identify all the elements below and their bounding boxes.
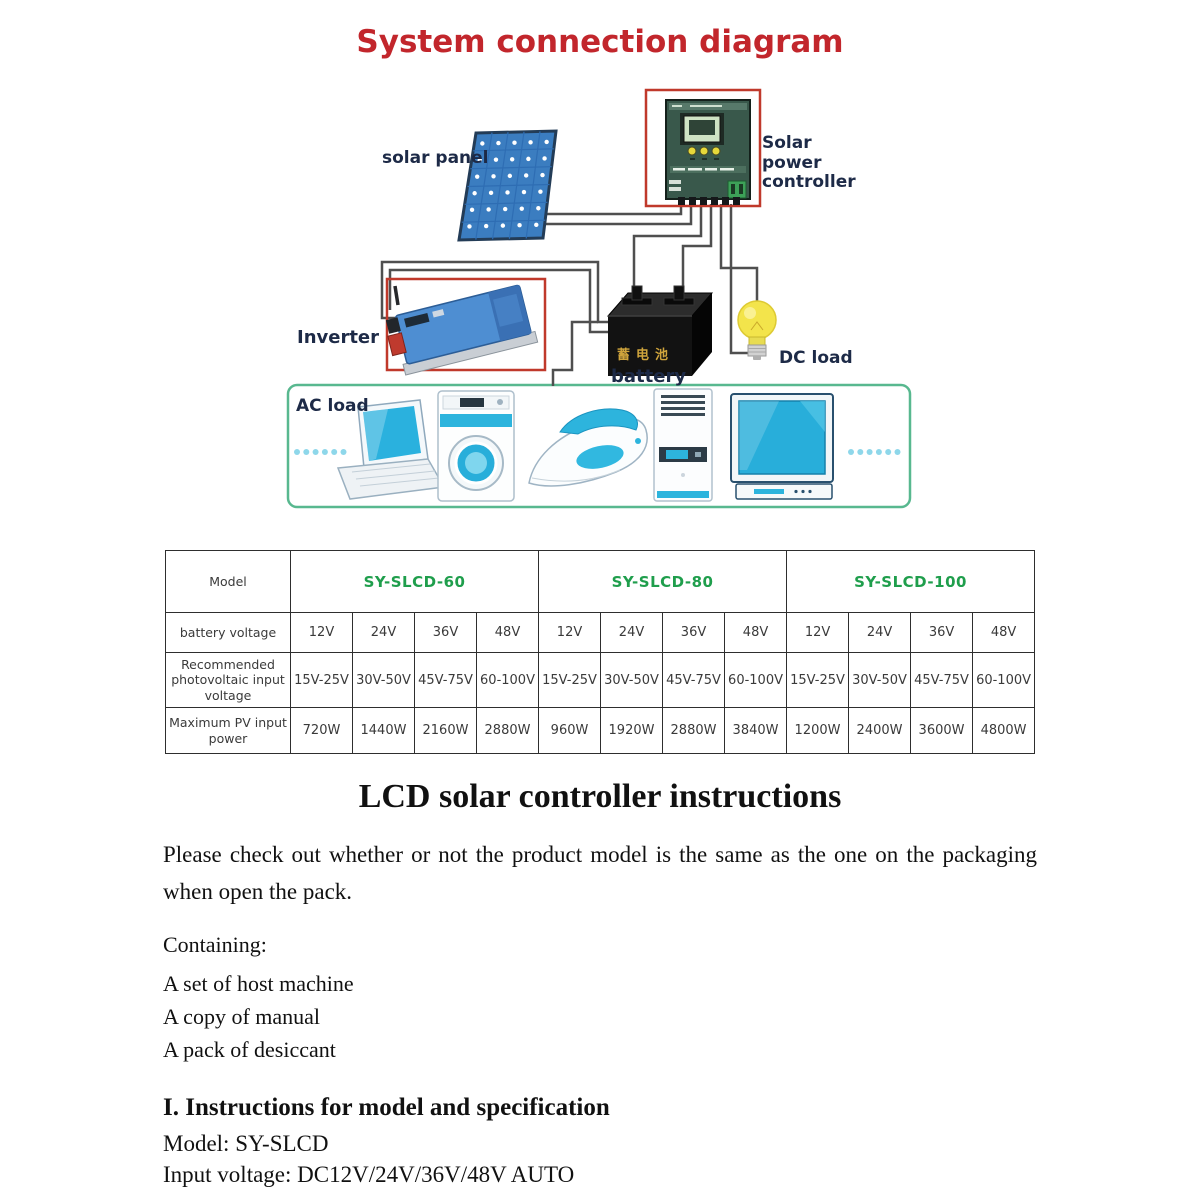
- wire-inverter-1: [380, 260, 608, 324]
- table-cell: 3840W: [724, 707, 788, 754]
- table-cell: 36V: [910, 612, 974, 653]
- table-cell: 36V: [662, 612, 726, 653]
- containing-item: A copy of manual: [163, 1004, 321, 1029]
- table-cell: 3600W: [910, 707, 974, 754]
- dc-load-label: DC load: [779, 348, 853, 368]
- wire-bulb-1: [719, 204, 759, 303]
- battery: [606, 285, 714, 376]
- wire-battery-2: [681, 204, 713, 299]
- controller-button: [711, 146, 721, 156]
- table-cell: 60-100V: [972, 652, 1036, 708]
- light-bulb: [737, 300, 777, 360]
- table-cell: 45V-75V: [910, 652, 974, 708]
- table-row-max-power: Maximum PV input power 720W 1440W 2160W …: [165, 707, 1036, 754]
- model-name-cell: SY-SLCD-60: [289, 550, 540, 613]
- instructions-heading: LCD solar controller instructions: [358, 778, 842, 815]
- wire-battery-1: [632, 204, 703, 299]
- spec-table: Model SY-SLCD-60 SY-SLCD-80 SY-SLCD-100 …: [165, 550, 1036, 754]
- table-cell: 4800W: [972, 707, 1036, 754]
- table-cell: 60-100V: [724, 652, 788, 708]
- row-header-battery-voltage: battery voltage: [165, 612, 291, 653]
- solar-power-controller: [644, 88, 762, 208]
- table-cell: 2160W: [414, 707, 477, 754]
- table-cell: 12V: [538, 612, 602, 653]
- containing-item: A pack of desiccant: [163, 1037, 336, 1062]
- row-header-pv-voltage: Recommended photovoltaic input voltage: [165, 652, 291, 708]
- table-cell: 1200W: [786, 707, 850, 754]
- row-header-max-power: Maximum PV input power: [165, 707, 291, 754]
- solar-panel-grid: [461, 131, 554, 240]
- battery-chinese-label: 蓄电池: [617, 347, 675, 362]
- model-name-cell: SY-SLCD-80: [538, 550, 788, 613]
- table-cell: 1920W: [600, 707, 664, 754]
- table-cell: 24V: [352, 612, 415, 653]
- table-row-pv-voltage: Recommended photovoltaic input voltage 1…: [165, 652, 1036, 708]
- table-cell: 720W: [290, 707, 353, 754]
- table-cell: 960W: [538, 707, 602, 754]
- television: [730, 393, 834, 500]
- table-cell: 12V: [290, 612, 353, 653]
- input-voltage-line: Input voltage: DC12V/24V/36V/48V AUTO: [163, 1162, 575, 1187]
- table-cell: 24V: [600, 612, 664, 653]
- iron: [528, 408, 648, 487]
- model-line: Model: SY-SLCD: [163, 1131, 329, 1156]
- section-heading: I. Instructions for model and specificat…: [163, 1094, 610, 1121]
- battery-label: battery: [611, 366, 687, 387]
- inverter-display: [404, 312, 430, 328]
- model-name-cell: SY-SLCD-100: [786, 550, 1036, 613]
- table-row-model: Model SY-SLCD-60 SY-SLCD-80 SY-SLCD-100: [165, 550, 1036, 613]
- table-cell: 48V: [972, 612, 1036, 653]
- inverter-label: Inverter: [297, 327, 380, 348]
- table-cell: 15V-25V: [290, 652, 353, 708]
- wire-inverter-2: [388, 268, 608, 334]
- table-cell: 48V: [724, 612, 788, 653]
- table-cell: 1440W: [352, 707, 415, 754]
- table-cell: 30V-50V: [352, 652, 415, 708]
- wire-panel-2: [543, 204, 693, 226]
- table-cell: 24V: [848, 612, 912, 653]
- table-cell: 48V: [475, 612, 540, 653]
- solar-panel-label: solar panel: [382, 148, 489, 168]
- table-cell: 2880W: [662, 707, 726, 754]
- table-cell: 30V-50V: [848, 652, 912, 708]
- inverter: [385, 277, 547, 376]
- table-cell: 15V-25V: [786, 652, 850, 708]
- controller-button: [699, 146, 709, 156]
- diagram-title: System connection diagram: [356, 24, 844, 60]
- battery-terminal: [673, 285, 685, 301]
- washing-machine: [437, 390, 515, 502]
- controller-button: [687, 146, 697, 156]
- laptop: [336, 399, 446, 500]
- containing-label: Containing:: [163, 932, 267, 957]
- controller-red-frame: [644, 88, 762, 208]
- table-cell: 45V-75V: [414, 652, 477, 708]
- table-cell: 60-100V: [475, 652, 540, 708]
- table-cell: 30V-50V: [600, 652, 664, 708]
- containing-block: Containing: A set of host machine A copy…: [163, 928, 354, 1066]
- ac-load-label: AC load: [296, 396, 369, 416]
- table-cell: 15V-25V: [538, 652, 602, 708]
- wires: [380, 204, 759, 386]
- wire-bulb-2: [729, 204, 748, 355]
- solar-panel: [457, 129, 558, 242]
- table-cell: 2880W: [475, 707, 540, 754]
- ac-power-dots: [294, 449, 901, 455]
- controller-label: Solar power controller: [762, 133, 856, 193]
- wire-ac-box: [551, 320, 598, 386]
- battery-terminal: [631, 285, 643, 301]
- row-header-model: Model: [165, 550, 291, 613]
- controller-terminal-block: [727, 180, 747, 199]
- table-row-battery-voltage: battery voltage 12V 24V 36V 48V 12V 24V …: [165, 612, 1036, 653]
- table-cell: 2400W: [848, 707, 912, 754]
- table-cell: 12V: [786, 612, 850, 653]
- intro-paragraph: Please check out whether or not the prod…: [163, 842, 1037, 904]
- containing-item: A set of host machine: [163, 971, 354, 996]
- air-conditioner: [653, 388, 713, 502]
- table-cell: 45V-75V: [662, 652, 726, 708]
- table-cell: 36V: [414, 612, 477, 653]
- wire-panel-1: [543, 204, 683, 216]
